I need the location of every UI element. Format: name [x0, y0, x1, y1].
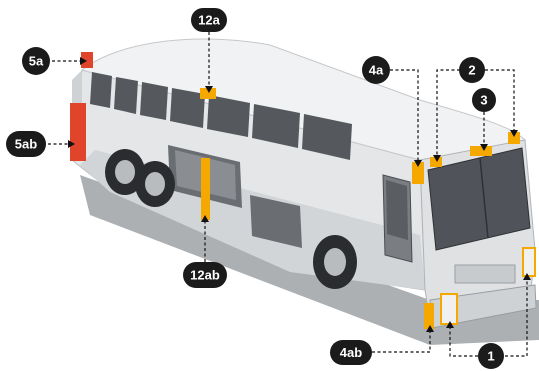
callout-2-label: 2: [468, 63, 475, 78]
callout-4ab: 4ab: [330, 340, 372, 365]
callout-1: 1: [478, 343, 504, 369]
callout-12ab-label: 12ab: [190, 268, 220, 283]
front-grille: [455, 265, 515, 283]
marker-lamp-5ab: [70, 103, 86, 161]
marker-lamp-12ab: [201, 158, 210, 220]
callout-12a: 12a: [191, 8, 227, 32]
callout-4ab-label: 4ab: [340, 345, 362, 360]
callout-5ab-label: 5ab: [15, 137, 37, 152]
callout-3-label: 3: [480, 93, 487, 108]
marker-lamp-3: [470, 146, 492, 156]
front-wheel: [313, 235, 357, 289]
marker-lamp-1-left: [441, 294, 457, 324]
callout-5a: 5a: [22, 47, 50, 75]
callout-5a-label: 5a: [29, 54, 44, 69]
callout-12a-label: 12a: [198, 13, 220, 28]
callout-2: 2: [459, 57, 485, 83]
callout-12ab: 12ab: [183, 262, 227, 288]
marker-lamp-4ab: [424, 303, 434, 329]
callout-4a: 4a: [362, 56, 390, 84]
callout-3: 3: [472, 88, 496, 112]
callout-4a-label: 4a: [369, 63, 384, 78]
callout-1-label: 1: [487, 349, 494, 364]
marker-lamp-1-right: [523, 248, 535, 276]
callout-5ab: 5ab: [6, 131, 46, 157]
